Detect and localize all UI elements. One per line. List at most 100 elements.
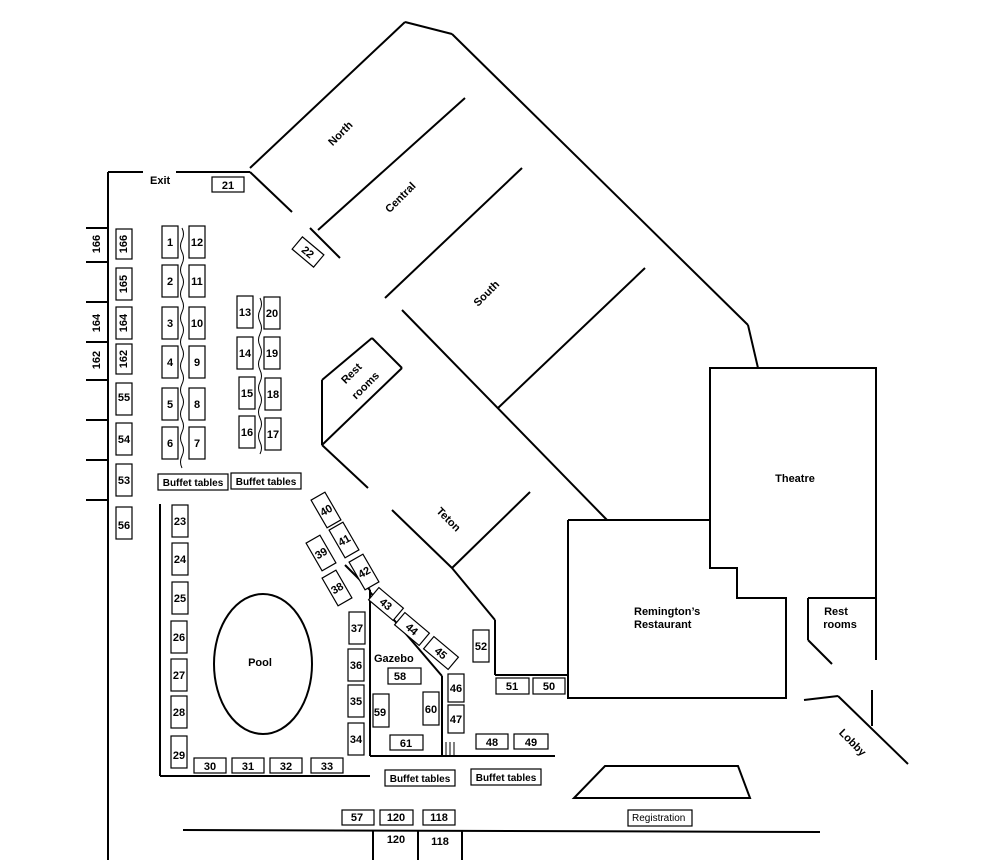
svg-text:51: 51 — [506, 681, 518, 693]
booth-29[interactable]: 29 — [170, 735, 188, 769]
booth-27[interactable]: 27 — [170, 658, 188, 692]
svg-text:32: 32 — [280, 761, 292, 773]
booth-1[interactable]: 1 — [161, 225, 179, 259]
booth-53[interactable]: 53 — [115, 463, 133, 497]
booth-24[interactable]: 24 — [171, 542, 189, 576]
booth-23[interactable]: 23 — [171, 504, 189, 538]
booth-11[interactable]: 11 — [188, 264, 206, 298]
booth-118-top[interactable]: 118 — [422, 809, 456, 826]
svg-text:165: 165 — [118, 275, 130, 293]
booth-8[interactable]: 8 — [188, 387, 206, 421]
south-label: South — [472, 278, 503, 309]
booth-19[interactable]: 19 — [263, 336, 281, 370]
walls — [86, 21, 909, 860]
svg-text:48: 48 — [486, 737, 498, 749]
svg-text:13: 13 — [239, 307, 251, 319]
booth-38[interactable]: 38 — [321, 569, 353, 607]
booth-18[interactable]: 18 — [264, 377, 282, 411]
booth-35[interactable]: 35 — [347, 684, 365, 718]
svg-text:162: 162 — [118, 350, 130, 368]
booth-10[interactable]: 10 — [188, 306, 206, 340]
restrooms-right-label-1: Rest — [824, 606, 848, 618]
booth-42[interactable]: 42 — [348, 553, 380, 591]
booth-166-outer[interactable]: 166 — [91, 235, 103, 253]
booth-59[interactable]: 59 — [372, 693, 390, 728]
svg-text:5: 5 — [167, 399, 173, 411]
booth-120-top[interactable]: 120 — [379, 809, 414, 826]
booth-33[interactable]: 33 — [310, 757, 344, 774]
svg-text:14: 14 — [239, 348, 252, 360]
buffet-table-4[interactable] — [470, 768, 542, 786]
svg-text:164: 164 — [118, 313, 130, 332]
buffet-table-1[interactable] — [157, 473, 229, 491]
booth-6[interactable]: 6 — [161, 426, 179, 460]
booth-13[interactable]: 13 — [236, 295, 254, 329]
pool: Pool — [213, 593, 313, 735]
booth-26[interactable]: 26 — [170, 620, 188, 654]
svg-text:46: 46 — [450, 683, 462, 695]
booth-30[interactable]: 30 — [193, 757, 227, 774]
booth-43[interactable]: 43 — [367, 586, 405, 622]
booth-56[interactable]: 56 — [115, 506, 133, 540]
pool-shape — [213, 593, 313, 735]
booth-165[interactable]: 165 — [115, 267, 133, 301]
booth-17[interactable]: 17 — [264, 417, 282, 451]
svg-text:166: 166 — [118, 235, 130, 253]
booth-57[interactable]: 57 — [341, 809, 375, 826]
booth-58[interactable]: 58 — [387, 667, 422, 685]
svg-text:37: 37 — [351, 623, 363, 635]
booth-21[interactable]: 21 — [211, 176, 245, 193]
svg-text:25: 25 — [174, 593, 186, 605]
booth-162[interactable]: 162 — [115, 343, 133, 375]
booth-9[interactable]: 9 — [188, 345, 206, 379]
booth-34[interactable]: 34 — [347, 722, 365, 756]
booth-47[interactable]: 47 — [447, 704, 465, 734]
booth-3[interactable]: 3 — [161, 306, 179, 340]
booth-54[interactable]: 54 — [115, 422, 133, 456]
svg-text:61: 61 — [400, 738, 412, 750]
booth-164[interactable]: 164 — [115, 306, 133, 340]
booth-37[interactable]: 37 — [348, 611, 366, 645]
booth-45[interactable]: 45 — [422, 635, 460, 671]
svg-text:8: 8 — [194, 399, 200, 411]
booth-12[interactable]: 12 — [188, 225, 206, 259]
booth-51[interactable]: 51 — [495, 677, 530, 695]
svg-text:10: 10 — [191, 318, 203, 330]
booth-164-outer[interactable]: 164 — [91, 313, 103, 332]
booth-15[interactable]: 15 — [238, 376, 256, 410]
booth-4[interactable]: 4 — [161, 345, 179, 379]
svg-text:118: 118 — [430, 812, 448, 824]
buffet-table-2[interactable] — [230, 472, 302, 490]
booth-61[interactable]: 61 — [389, 734, 424, 751]
booth-41[interactable]: 41 — [328, 521, 360, 559]
booth-32[interactable]: 32 — [269, 757, 303, 774]
booth-46[interactable]: 46 — [447, 673, 465, 703]
booth-60[interactable]: 60 — [422, 691, 440, 726]
booth-162-outer[interactable]: 162 — [91, 351, 103, 369]
booth-20[interactable]: 20 — [263, 296, 281, 330]
booth-166[interactable]: 166 — [115, 228, 133, 260]
booth-50[interactable]: 50 — [532, 677, 566, 695]
booth-120-bottom[interactable]: 120 — [387, 834, 405, 846]
svg-text:33: 33 — [321, 761, 333, 773]
booth-39[interactable]: 39 — [305, 534, 337, 572]
booth-7[interactable]: 7 — [188, 426, 206, 460]
buffet-table-3[interactable] — [384, 769, 456, 787]
booth-31[interactable]: 31 — [231, 757, 265, 774]
booth-22[interactable]: 22 — [291, 236, 325, 268]
booth-49[interactable]: 49 — [513, 733, 549, 750]
booth-16[interactable]: 16 — [238, 415, 256, 449]
svg-text:53: 53 — [118, 475, 130, 487]
booth-40[interactable]: 40 — [310, 491, 342, 529]
booth-28[interactable]: 28 — [170, 695, 188, 729]
booth-118-bottom[interactable]: 118 — [431, 836, 449, 848]
booth-5[interactable]: 5 — [161, 387, 179, 421]
booth-25[interactable]: 25 — [171, 581, 189, 615]
booth-14[interactable]: 14 — [236, 336, 254, 370]
booth-55[interactable]: 55 — [115, 382, 133, 416]
booth-36[interactable]: 36 — [347, 648, 365, 682]
booth-52[interactable]: 52 — [472, 629, 490, 663]
booth-48[interactable]: 48 — [475, 733, 509, 750]
booth-2[interactable]: 2 — [161, 264, 179, 298]
booth-44[interactable]: 44 — [393, 611, 431, 647]
